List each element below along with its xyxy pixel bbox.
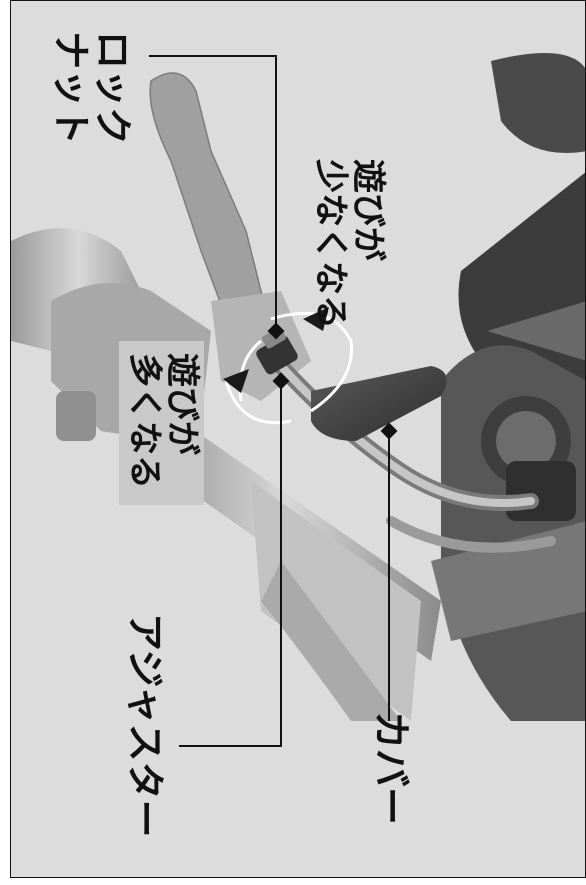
- play-less-label: 遊びが 少なくなる: [310, 159, 388, 329]
- play-more-line-1: 遊びが: [161, 353, 202, 455]
- lock-nut-line-1: ロック: [90, 31, 135, 146]
- play-less-line-1: 遊びが: [347, 159, 388, 261]
- leader-lines: [149, 55, 390, 747]
- rotation-arrowheads: [223, 307, 329, 393]
- cover-label: カバー: [368, 711, 413, 826]
- handlebar-tube: [161, 421, 441, 721]
- arrow-less-icon: [303, 307, 329, 331]
- diagram-frame: ロック ナット 遊びが 少なくなる 遊びが 多くなる アジャスター カバー: [10, 0, 586, 878]
- leader-endpoints: [267, 322, 398, 440]
- lock-nut-line-2: ナット: [48, 31, 93, 146]
- play-more-line-2: 多くなる: [124, 353, 165, 489]
- play-more-label: 遊びが 多くなる: [119, 341, 204, 505]
- lock-nut-label: ロック ナット: [48, 31, 135, 146]
- play-less-line-2: 少なくなる: [310, 159, 351, 329]
- clutch-lever-illustration: [11, 53, 585, 747]
- adjuster-label: アジャスター: [122, 613, 167, 838]
- cable-cover-boot: [311, 366, 447, 441]
- instrument-cluster: [431, 53, 585, 721]
- arrow-more-icon: [223, 369, 249, 393]
